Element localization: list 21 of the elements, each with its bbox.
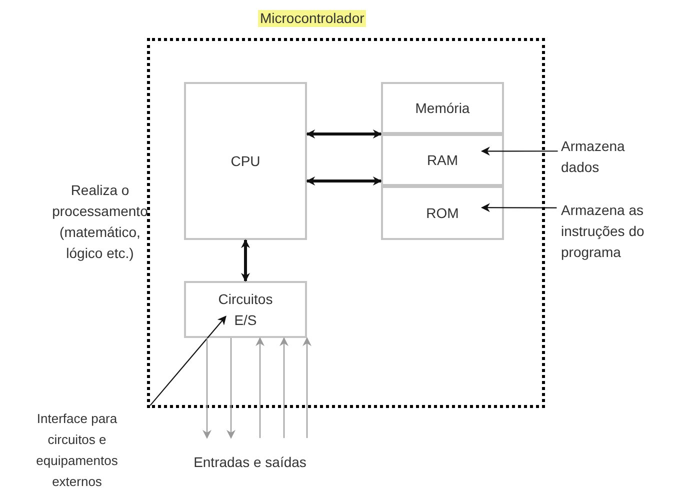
bus-arrow xyxy=(241,239,250,282)
cpu-box: CPU xyxy=(184,82,307,240)
annotation-text: Armazena as instruções do programa xyxy=(561,200,669,263)
annotation-text: Interface para circuitos e equipamentos externos xyxy=(16,408,138,492)
annotation-text: Armazena dados xyxy=(561,136,641,178)
leader-arrow xyxy=(480,146,558,156)
io-circuit-box: Circuitos E/S xyxy=(184,281,307,338)
bus-arrow xyxy=(306,130,382,138)
signal-arrow xyxy=(256,337,264,438)
label-text: Entradas e saídas xyxy=(192,453,308,472)
signal-arrow xyxy=(202,338,212,439)
label-text: Realiza o processamento (matemático, lógico etc.) xyxy=(51,181,149,263)
signal-arrow xyxy=(226,338,236,439)
rom-box: ROM xyxy=(381,186,504,240)
memory-box: Memória xyxy=(381,82,504,134)
heading-text: Microcontrolador xyxy=(258,10,366,27)
leader-arrow xyxy=(480,203,557,212)
ram-box: RAM xyxy=(381,134,504,186)
bus-arrow xyxy=(306,176,382,186)
signal-arrow xyxy=(302,337,312,438)
signal-arrow xyxy=(280,337,288,438)
